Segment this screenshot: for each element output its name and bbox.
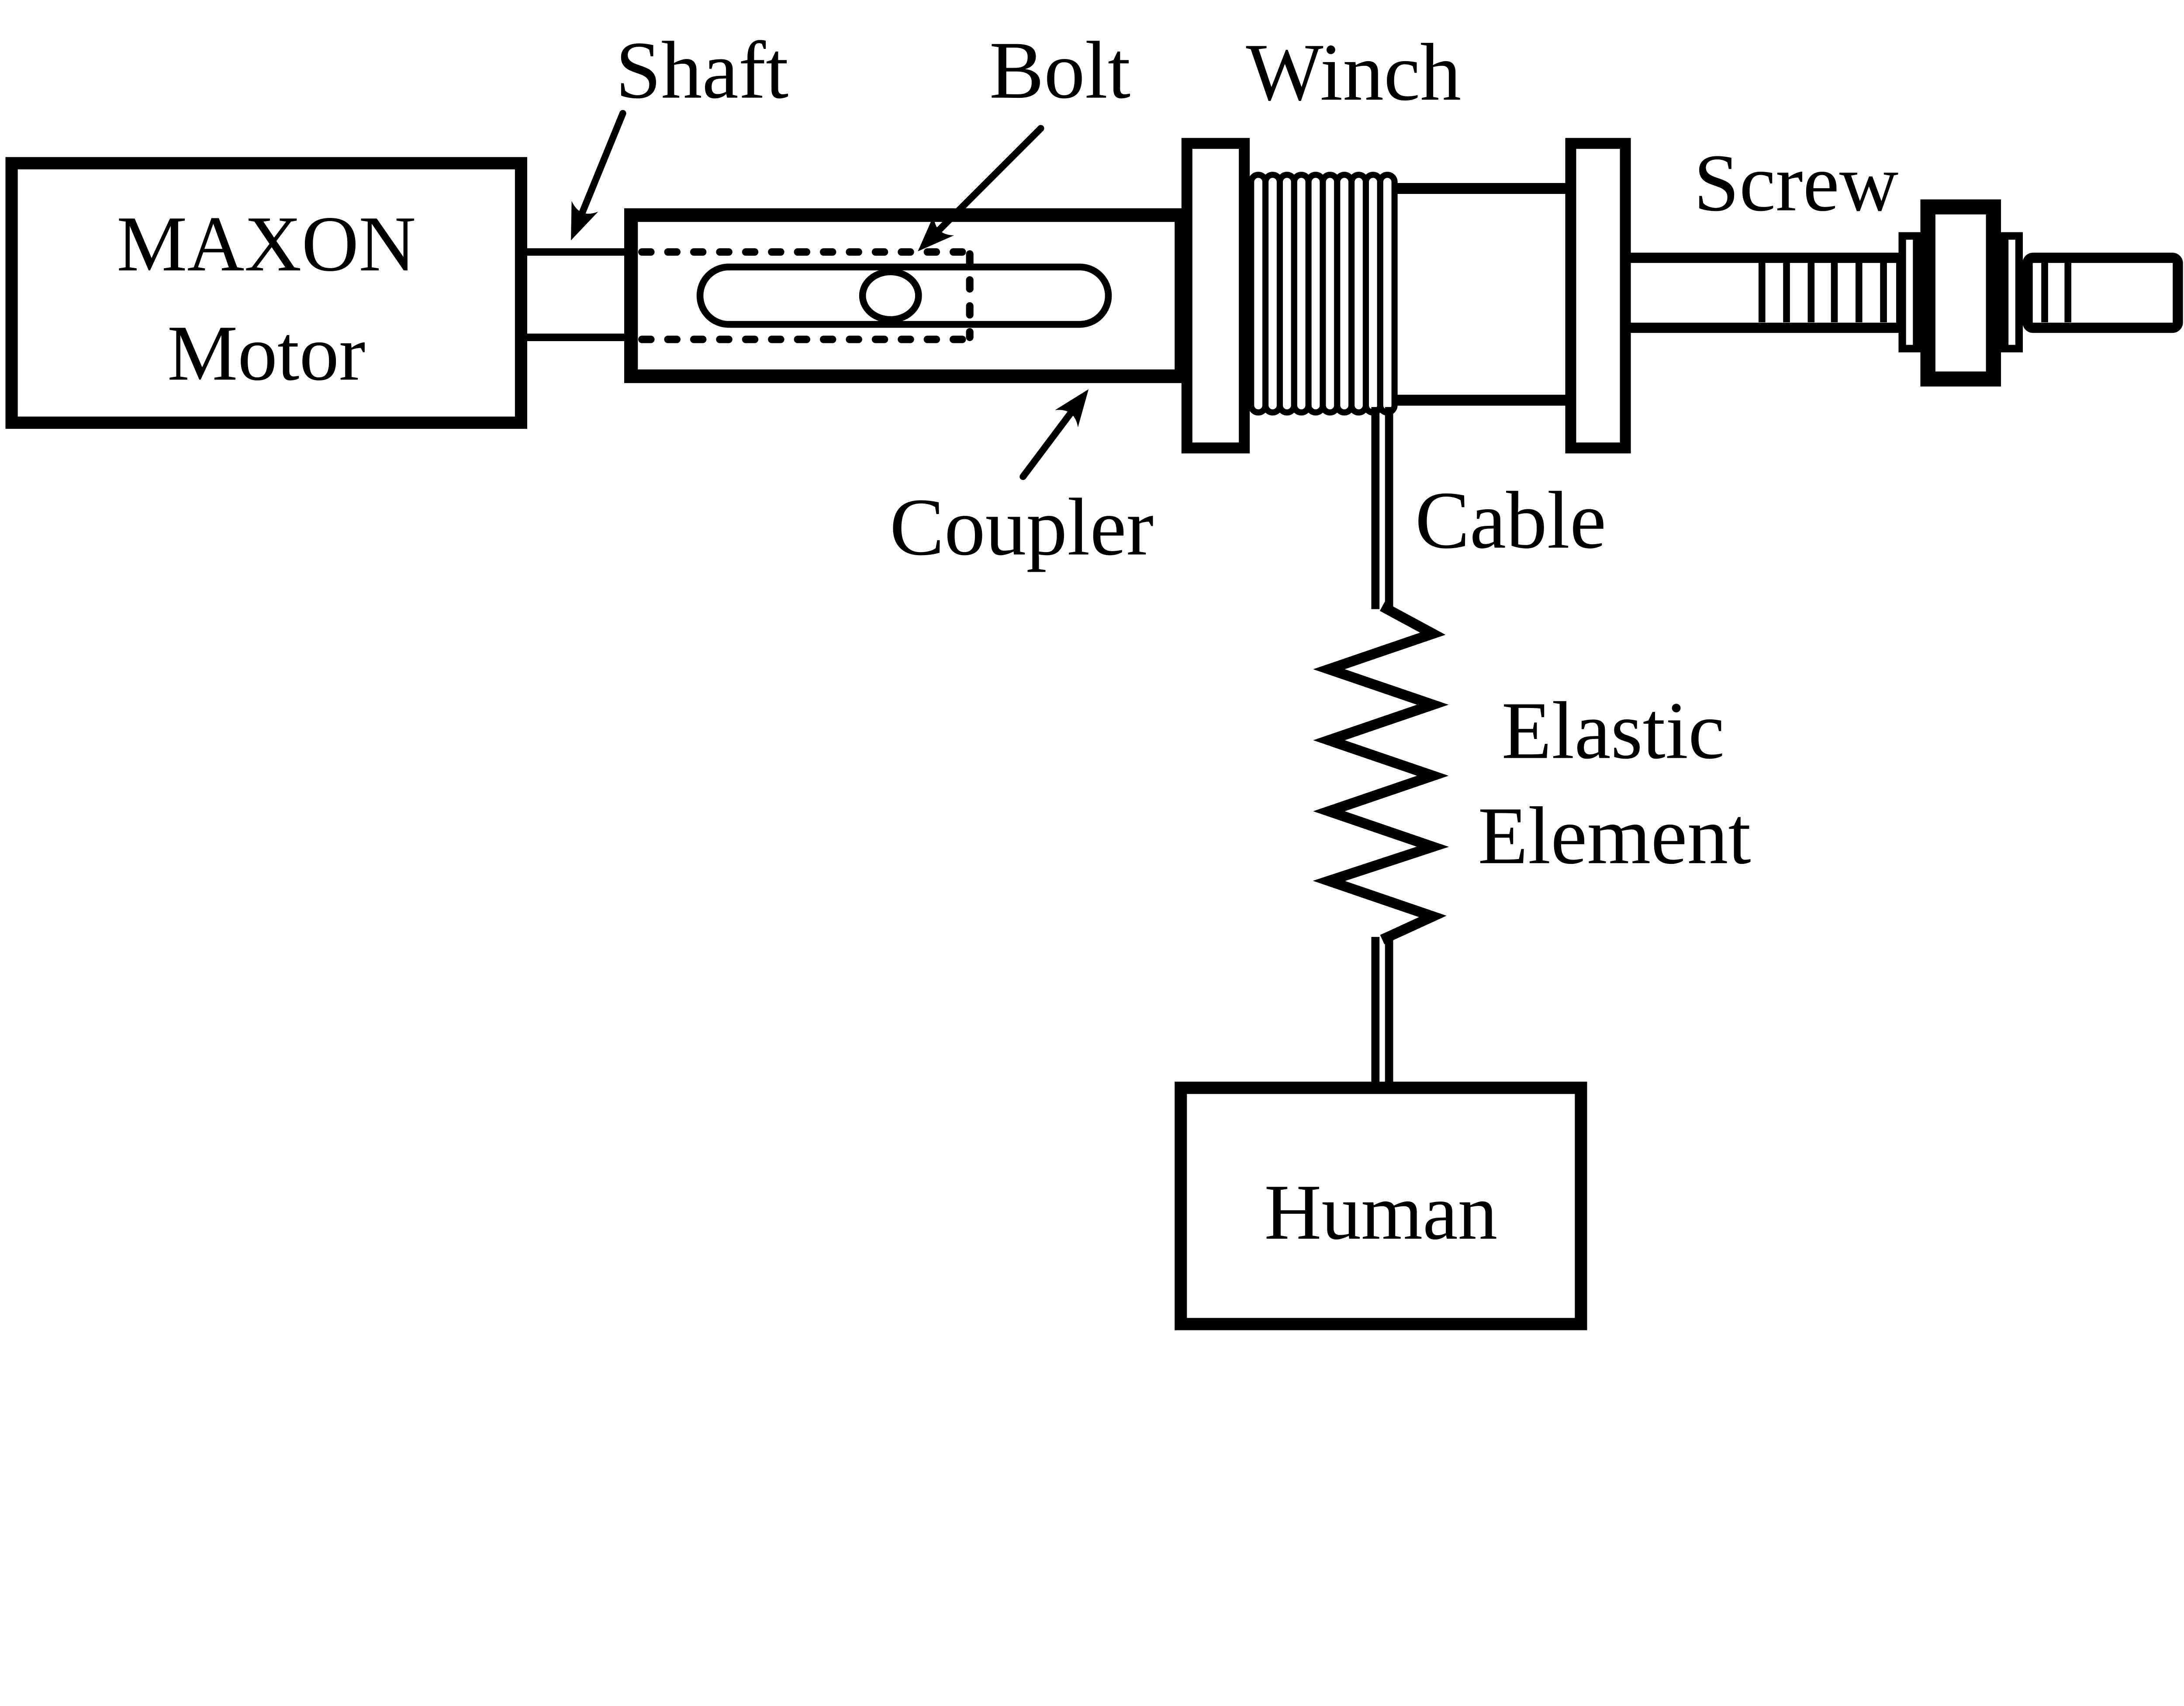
winch-coil-loop	[1377, 172, 1398, 416]
maxon-motor-box	[5, 157, 528, 429]
winch-coil	[1248, 172, 1398, 416]
screw-nut	[1920, 199, 2001, 387]
motor-label-line1: MAXON	[117, 200, 416, 288]
actuator-schematic-diagram: MAXON Motor Human Shaft Bolt Winch Screw…	[5, 24, 2183, 1330]
coupler-arrow-line	[1019, 401, 1081, 480]
diagram-canvas: MAXON Motor Human Shaft Bolt Winch Screw…	[5, 24, 2183, 1330]
cable-label: Cable	[1415, 475, 1607, 566]
bolt-arrow-line	[928, 125, 1044, 242]
cable-and-spring	[1313, 407, 1449, 1088]
coupler-arrow-head	[1055, 389, 1089, 428]
hidden-shaft-dashed-outline	[638, 248, 974, 343]
human-box	[1175, 1081, 1587, 1330]
bolt-label: Bolt	[989, 25, 1130, 116]
elastic-element-spring	[1313, 602, 1449, 944]
screw-shaft-right-segment	[2022, 252, 2183, 333]
elastic-element-label-line1: Elastic	[1502, 685, 1725, 776]
annotation-arrows	[571, 110, 1089, 480]
winch-label: Winch	[1246, 27, 1462, 117]
shaft-arrow-line	[574, 110, 626, 226]
motor-label-line2: Motor	[167, 309, 365, 397]
winch-flange-right	[1565, 138, 1631, 454]
elastic-element-label-line2: Element	[1478, 790, 1751, 881]
shaft-label: Shaft	[615, 25, 788, 116]
human-label: Human	[1264, 1168, 1497, 1256]
coupler-label: Coupler	[890, 482, 1154, 573]
screw-washer-left	[1898, 232, 1921, 352]
bolt-arrow-head	[918, 215, 954, 252]
screw-label: Screw	[1694, 138, 1899, 228]
screw-threads	[1758, 262, 2072, 322]
winch-flange-left	[1181, 138, 1250, 454]
shaft-arrow-head	[571, 200, 598, 241]
bolt-circle	[859, 268, 922, 323]
screw-washer-right	[2001, 232, 2023, 352]
